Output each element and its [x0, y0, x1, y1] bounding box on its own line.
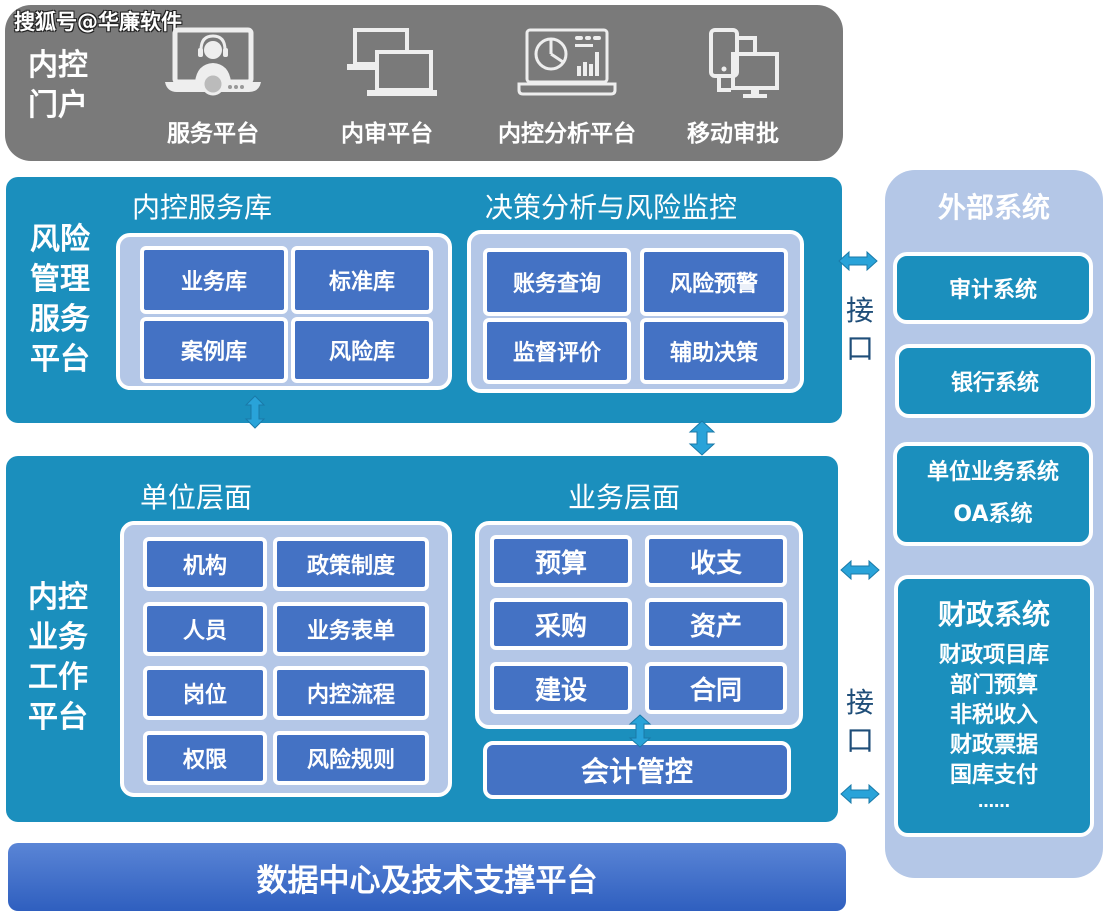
cell-decision-support[interactable]: 辅助决策: [640, 318, 788, 384]
external-systems-title: 外部系统: [937, 191, 1050, 224]
portal-item-mobile-approval[interactable]: 移动审批: [648, 26, 818, 156]
customer-service-laptop-icon: [165, 27, 261, 96]
portal-item-label: 移动审批: [687, 121, 779, 147]
cell-account-query[interactable]: 账务查询: [483, 248, 631, 316]
cell-contract[interactable]: 合同: [645, 662, 787, 714]
cell-supervision-eval[interactable]: 监督评价: [483, 318, 631, 384]
cell-risk-rules[interactable]: 风险规则: [273, 731, 429, 785]
finance-item: 财政票据: [949, 733, 1038, 758]
interface-label-top: 接 口: [843, 292, 877, 368]
cell-business-form[interactable]: 业务表单: [273, 602, 429, 656]
data-center-platform[interactable]: 数据中心及技术支撑平台: [8, 843, 846, 911]
unit-level-title: 单位层面: [140, 481, 253, 514]
bank-system-label: 银行系统: [950, 371, 1039, 396]
finance-item: 国库支付: [949, 763, 1038, 788]
audit-system[interactable]: 审计系统: [893, 252, 1093, 324]
interface-char: 接: [845, 294, 874, 327]
vertical-double-arrow-icon: [244, 395, 266, 429]
vertical-double-arrow-icon: [628, 714, 652, 748]
cell-procurement[interactable]: 采购: [490, 598, 632, 650]
cell-standard-lib[interactable]: 标准库: [291, 246, 433, 314]
title-line: 工作: [28, 660, 88, 695]
cell-organization[interactable]: 机构: [143, 537, 267, 591]
portal-title-line: 门户: [28, 88, 88, 123]
cell-construction[interactable]: 建设: [490, 662, 632, 714]
interface-char: 口: [845, 724, 874, 757]
cell-accounting-control[interactable]: 会计管控: [483, 741, 791, 799]
title-line: 风险: [30, 222, 90, 257]
cell-business-lib[interactable]: 业务库: [140, 246, 288, 314]
work-platform-title: 内控 业务 工作 平台: [18, 578, 98, 738]
horizontal-double-arrow-icon: [840, 559, 880, 581]
horizontal-double-arrow-icon: [840, 783, 880, 805]
cell-control-process[interactable]: 内控流程: [273, 666, 429, 720]
finance-item: 部门预算: [949, 673, 1038, 698]
cell-budget[interactable]: 预算: [490, 535, 632, 587]
unit-business-system[interactable]: 单位业务系统 OA系统: [893, 442, 1093, 546]
cell-personnel[interactable]: 人员: [143, 602, 267, 656]
finance-system-title: 财政系统: [937, 598, 1050, 631]
portal-item-audit-platform[interactable]: 内审平台: [302, 26, 472, 156]
portal-title: 内控 门户: [28, 46, 100, 126]
watermark: 搜狐号@华廉软件: [14, 10, 182, 34]
risk-platform-title: 风险 管理 服务 平台: [20, 220, 100, 380]
phone-monitor-icon: [709, 28, 779, 98]
title-line: 管理: [30, 262, 90, 297]
bank-system[interactable]: 银行系统: [895, 344, 1095, 418]
finance-item: 非税收入: [949, 703, 1038, 728]
horizontal-double-arrow-icon: [838, 250, 878, 272]
finance-item-ellipsis: ……: [978, 792, 1010, 811]
interface-char: 口: [845, 332, 874, 365]
cell-policy[interactable]: 政策制度: [273, 537, 429, 591]
cell-permission[interactable]: 权限: [143, 731, 267, 785]
cell-revenue-expense[interactable]: 收支: [645, 535, 787, 587]
data-center-label: 数据中心及技术支撑平台: [256, 862, 598, 899]
title-line: 业务: [28, 620, 88, 655]
cell-risk-lib[interactable]: 风险库: [291, 317, 433, 383]
interface-char: 接: [845, 686, 874, 719]
unit-business-system-label: 单位业务系统: [926, 460, 1059, 485]
interface-label-bottom: 接 口: [843, 684, 877, 760]
analytics-laptop-icon: [517, 28, 617, 96]
vertical-double-arrow-icon: [688, 420, 716, 456]
audit-system-label: 审计系统: [948, 278, 1037, 303]
title-line: 内控: [28, 580, 88, 615]
finance-item: 财政项目库: [938, 643, 1049, 668]
service-lib-title: 内控服务库: [132, 191, 273, 224]
portal-title-line: 内控: [28, 48, 88, 83]
finance-system[interactable]: 财政系统 财政项目库 部门预算 非税收入 财政票据 国库支付 ……: [894, 575, 1094, 837]
title-line: 平台: [30, 342, 90, 377]
business-level-title: 业务层面: [568, 481, 681, 514]
title-line: 平台: [28, 700, 88, 735]
cell-assets[interactable]: 资产: [645, 598, 787, 650]
cell-risk-warning[interactable]: 风险预警: [640, 248, 788, 316]
portal-item-label: 内控分析平台: [498, 121, 636, 147]
portal-item-analysis-platform[interactable]: 内控分析平台: [482, 26, 652, 156]
portal-item-service-platform[interactable]: 服务平台: [128, 26, 298, 156]
title-line: 服务: [30, 302, 90, 337]
cell-case-lib[interactable]: 案例库: [140, 317, 288, 383]
oa-system-label: OA系统: [953, 502, 1033, 527]
portal-item-label: 服务平台: [167, 121, 259, 147]
portal-item-label: 内审平台: [341, 121, 433, 147]
decision-title: 决策分析与风险监控: [485, 191, 738, 224]
cell-position[interactable]: 岗位: [143, 666, 267, 720]
dual-laptop-icon: [347, 28, 437, 96]
